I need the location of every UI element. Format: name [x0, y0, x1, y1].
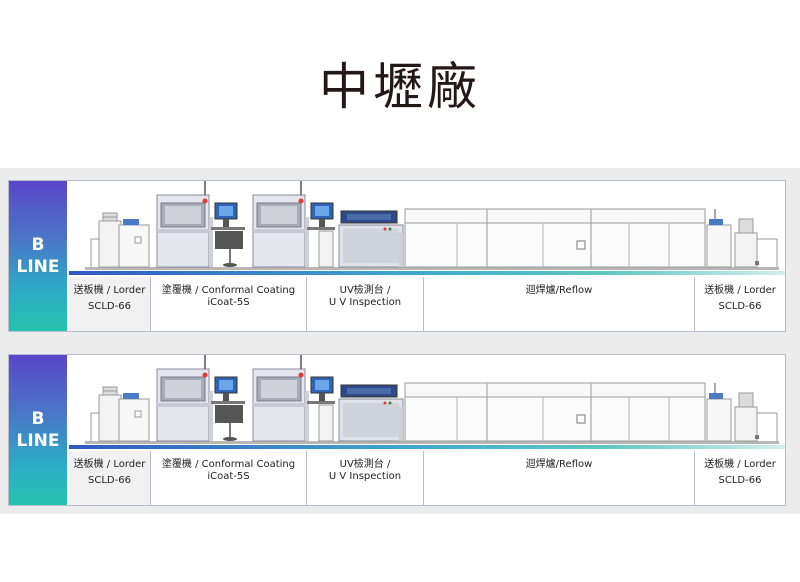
conveyor-rail	[85, 267, 779, 270]
line-panel-1: B LINE	[8, 180, 786, 332]
process-flow-bar	[69, 271, 785, 275]
station-model: U V Inspection	[328, 471, 402, 482]
line-badge-word: LINE	[16, 431, 60, 451]
station-loader-right: 送板機 / Lorder SCLD-66	[694, 451, 785, 505]
station-name: 塗覆機 / Conformal Coating	[161, 285, 296, 296]
machine-line-illustration	[85, 355, 779, 444]
station-name: 送板機 / Lorder	[73, 459, 146, 470]
loader-machine-left	[90, 212, 150, 268]
machine-line-illustration	[85, 181, 779, 270]
loader-machine-left	[90, 386, 150, 442]
loader-machine-right	[706, 209, 778, 268]
line-badge-letter: B	[31, 409, 45, 429]
station-labels-row: 送板機 / Lorder SCLD-66 塗覆機 / Conformal Coa…	[69, 451, 785, 505]
station-coating: 塗覆機 / Conformal Coating iCoat-5S	[150, 451, 306, 505]
station-labels-row: 送板機 / Lorder SCLD-66 塗覆機 / Conformal Coa…	[69, 277, 785, 331]
station-model: SCLD-66	[718, 475, 762, 486]
line-badge-word: LINE	[16, 257, 60, 277]
station-name: UV檢測台 /	[339, 285, 391, 296]
coating-control-station-2	[307, 376, 335, 442]
line-panel-2: B LINE	[8, 354, 786, 506]
station-loader-left: 送板機 / Lorder SCLD-66	[69, 277, 150, 331]
reflow-oven	[404, 208, 706, 268]
station-model: U V Inspection	[328, 297, 402, 308]
page-title: 中壢廠	[319, 58, 481, 116]
line-badge: B LINE	[9, 355, 67, 505]
uv-inspection-machine	[338, 210, 404, 268]
coating-machine-2	[252, 181, 309, 268]
station-name: 塗覆機 / Conformal Coating	[161, 459, 296, 470]
station-reflow: 迴焊爐/Reflow	[423, 277, 694, 331]
station-reflow: 迴焊爐/Reflow	[423, 451, 694, 505]
station-name: 送板機 / Lorder	[73, 285, 146, 296]
line-badge-letter: B	[31, 235, 45, 255]
reflow-oven	[404, 382, 706, 442]
uv-inspection-machine	[338, 384, 404, 442]
station-loader-right: 送板機 / Lorder SCLD-66	[694, 277, 785, 331]
station-model: SCLD-66	[88, 301, 131, 312]
station-model: SCLD-66	[718, 301, 762, 312]
station-name: 迴焊爐/Reflow	[525, 459, 593, 470]
station-model: iCoat-5S	[207, 471, 250, 482]
station-name: UV檢測台 /	[339, 459, 391, 470]
line-badge: B LINE	[9, 181, 67, 331]
coating-machine-1	[156, 181, 213, 268]
station-name: 送板機 / Lorder	[704, 459, 776, 470]
station-uv-inspection: UV檢測台 / U V Inspection	[306, 277, 423, 331]
station-uv-inspection: UV檢測台 / U V Inspection	[306, 451, 423, 505]
station-name: 送板機 / Lorder	[704, 285, 776, 296]
station-name: 迴焊爐/Reflow	[525, 285, 593, 296]
process-flow-bar	[69, 445, 785, 449]
coating-machine-1	[156, 355, 213, 442]
station-coating: 塗覆機 / Conformal Coating iCoat-5S	[150, 277, 306, 331]
station-loader-left: 送板機 / Lorder SCLD-66	[69, 451, 150, 505]
loader-machine-right	[706, 383, 778, 442]
coating-control-station-2	[307, 202, 335, 268]
station-model: SCLD-66	[88, 475, 131, 486]
coating-control-station-1	[211, 202, 245, 267]
coating-machine-2	[252, 355, 309, 442]
coating-control-station-1	[211, 376, 245, 441]
conveyor-rail	[85, 441, 779, 444]
station-model: iCoat-5S	[207, 297, 250, 308]
